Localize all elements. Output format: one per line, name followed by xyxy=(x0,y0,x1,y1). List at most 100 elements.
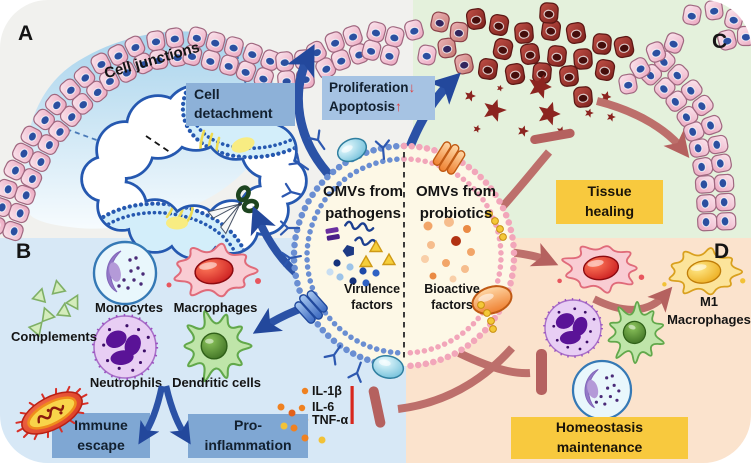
epithelial-cell xyxy=(182,44,203,67)
epithelial-cell xyxy=(2,220,24,242)
cytokine-bracket-line xyxy=(350,386,354,424)
complement-triangle xyxy=(41,306,57,323)
epithelial-cell xyxy=(645,41,667,63)
panel-b-letter: B xyxy=(16,240,32,263)
lps-bead xyxy=(489,325,497,333)
epithelial-cell xyxy=(12,142,34,164)
epithelial-cell xyxy=(449,21,469,43)
m1-line2: Macrophages xyxy=(667,311,751,327)
inhibition-bar xyxy=(536,349,547,395)
bioactive-factor-icons xyxy=(421,217,475,283)
damaged-cell xyxy=(613,35,635,59)
monocyte-cell xyxy=(92,240,158,306)
epithelial-cell xyxy=(454,53,474,75)
damaged-cell xyxy=(573,86,593,108)
epithelial-cell xyxy=(696,194,717,213)
pro-inflammation-box: Pro- inflammation xyxy=(188,414,308,458)
central-omv-vesicle xyxy=(279,129,518,383)
bioactive-line1: Bioactive xyxy=(424,282,480,296)
inhibition-arrow-cytokines xyxy=(397,345,515,413)
lps-bead xyxy=(496,225,504,233)
omv-pathogens-line1: OMVs from xyxy=(322,183,403,200)
epithelial-cell xyxy=(691,94,714,117)
virulence-line1: Virulence xyxy=(343,282,401,296)
damaged-cell xyxy=(547,45,567,67)
macrophage-cell xyxy=(557,245,645,294)
damaged-cell xyxy=(465,8,487,30)
complement-triangle xyxy=(64,293,79,311)
pilus-icon xyxy=(280,251,302,267)
cytokine-tnfa-label: TNF-α xyxy=(312,413,349,427)
epithelial-cell xyxy=(71,92,94,115)
pilus-icon xyxy=(374,139,390,161)
epithelial-cell xyxy=(219,54,239,76)
pilus-icon xyxy=(323,344,342,366)
lps-bead xyxy=(487,317,495,325)
damaged-cell xyxy=(573,48,593,70)
cytokine-il1b-label: IL-1β xyxy=(312,384,342,398)
panel-d-cells xyxy=(543,245,746,421)
epithelial-cell xyxy=(384,26,405,48)
omv-pathogens-title: OMVs from pathogens xyxy=(312,181,414,225)
damaged-cell xyxy=(565,21,587,45)
omv-probiotics-line2: probiotics xyxy=(419,204,493,222)
epithelial-cell xyxy=(404,19,424,41)
homeostasis-line2: maintenance xyxy=(556,439,643,455)
virulence-factors-label: Virulence factors xyxy=(338,281,406,314)
epithelial-cell xyxy=(115,61,137,83)
epithelial-cell xyxy=(629,57,651,79)
omv-probiotics-line1: OMVs from xyxy=(415,183,496,200)
arrow-tissue-healing xyxy=(596,97,690,159)
epithelial-cell xyxy=(716,212,737,231)
cell-debris xyxy=(473,124,481,133)
lps-bead xyxy=(477,301,485,309)
neutrophils-label: Neutrophils xyxy=(89,375,163,390)
inhibition-bar xyxy=(368,386,386,428)
lps-bead xyxy=(483,309,491,317)
monocyte-cell xyxy=(571,359,633,421)
pilus-icon xyxy=(281,182,303,198)
proliferation-apoptosis-box: Proliferation↓ Apoptosis↑ xyxy=(322,76,435,120)
immune-escape-line1: Immune xyxy=(74,416,128,433)
complements-label: Complements xyxy=(11,329,97,344)
pilus-icon xyxy=(288,152,310,171)
pilus-icon xyxy=(307,129,326,151)
inhibition-bar xyxy=(530,128,575,145)
monocytes-label: Monocytes xyxy=(95,300,163,315)
immune-escape-line2: escape xyxy=(77,436,125,453)
cell-debris xyxy=(465,90,476,102)
dendritic-cell xyxy=(183,309,253,383)
epithelial-cell xyxy=(90,52,112,75)
pro-inflammation-line2: inflammation xyxy=(204,437,292,453)
junction-glow xyxy=(231,137,255,153)
damaged-cell xyxy=(592,33,612,55)
arrow-omv-to-detachment xyxy=(287,44,336,182)
cell-debris xyxy=(538,101,561,126)
dendritic-cells-label: Dendritic cells xyxy=(172,375,261,390)
epithelial-cell xyxy=(342,25,363,47)
cytokine-il6-label: IL-6 xyxy=(312,400,335,414)
pro-inflammation-line1: Pro- xyxy=(234,417,262,434)
damaged-cell xyxy=(492,37,514,61)
pathogen-membrane-inner xyxy=(304,156,407,356)
epithelial-cell xyxy=(437,37,457,59)
cell-debris xyxy=(585,108,594,118)
epithelial-cell xyxy=(688,138,710,158)
membrane-protein-cyan xyxy=(336,137,368,163)
epithelial-cell xyxy=(417,44,437,66)
epithelial-cell xyxy=(653,77,676,99)
epithelial-cell xyxy=(33,108,56,131)
epithelial-cell xyxy=(0,178,18,200)
epithelial-cell xyxy=(205,31,226,53)
cell-debris xyxy=(484,99,507,122)
tissue-healing-box: Tissue healing xyxy=(556,180,663,224)
epithelial-cell xyxy=(618,73,638,95)
epithelial-cell xyxy=(0,214,6,236)
epithelial-cell xyxy=(14,184,36,206)
damaged-cell xyxy=(514,22,534,44)
epithelial-cell xyxy=(710,153,732,173)
m1-line1: M1 xyxy=(699,294,719,309)
epithelial-cell xyxy=(361,39,382,61)
